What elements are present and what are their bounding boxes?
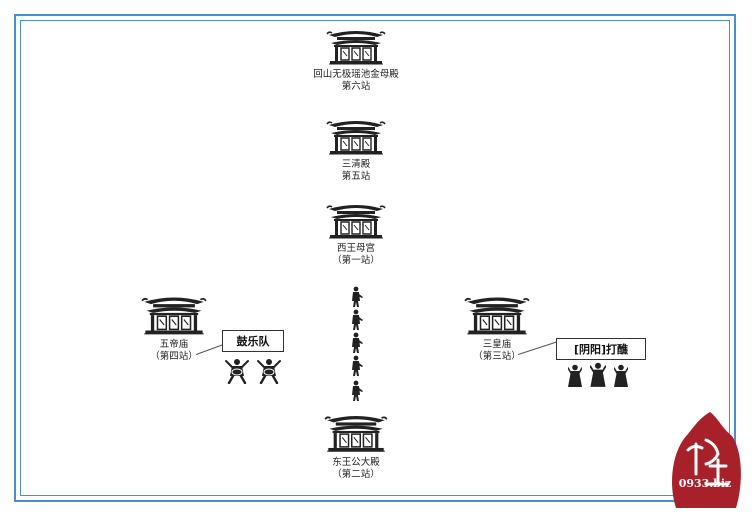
temple-icon bbox=[326, 31, 386, 65]
station-3-stop: （第三站） bbox=[473, 351, 521, 362]
station-3-name: 三皇庙 bbox=[482, 339, 512, 350]
temple-icon bbox=[326, 205, 386, 239]
drummer-icon bbox=[225, 359, 249, 384]
station-4-name: 五帝庙 bbox=[159, 339, 189, 350]
station-6: 回山无极瑶池金母殿 第六站 bbox=[296, 26, 416, 93]
priest-icon bbox=[614, 364, 628, 387]
station-2-name: 东王公大殿 bbox=[332, 457, 380, 468]
temple-icon bbox=[326, 121, 386, 155]
outer-frame bbox=[14, 14, 736, 502]
station-1-name: 西王母宫 bbox=[336, 243, 375, 254]
yinyang-label: [阴阳]打醮 bbox=[556, 338, 646, 360]
walker-icon bbox=[352, 332, 363, 353]
walker-icon bbox=[352, 309, 363, 330]
station-1: 西王母宫 （第一站） bbox=[296, 200, 416, 267]
station-6-stop: 第六站 bbox=[341, 81, 371, 92]
watermark-logo: 0933.biz bbox=[666, 404, 744, 512]
station-5: 三清殿 第五站 bbox=[296, 116, 416, 183]
inner-frame bbox=[20, 20, 730, 496]
station-4: 五帝庙 （第四站） bbox=[114, 292, 234, 363]
walker-icon bbox=[352, 286, 363, 307]
station-4-stop: （第四站） bbox=[150, 351, 198, 362]
drummer-icon bbox=[257, 359, 281, 384]
station-3: 三皇庙 （第三站） bbox=[437, 292, 557, 363]
watermark-text: 0933.biz bbox=[678, 477, 732, 490]
watermark-icon bbox=[672, 412, 741, 508]
temple-icon bbox=[464, 297, 530, 335]
priest-icon bbox=[568, 364, 582, 387]
station-2-stop: （第二站） bbox=[332, 469, 380, 480]
priest-icon bbox=[590, 362, 606, 387]
temple-icon bbox=[141, 297, 207, 335]
walker-icon bbox=[352, 355, 363, 376]
drum-band-label: 鼓乐队 bbox=[222, 330, 284, 352]
temple-icon bbox=[324, 416, 388, 452]
station-2: 东王公大殿 （第二站） bbox=[296, 410, 416, 481]
walker-icon bbox=[352, 380, 363, 401]
station-1-stop: （第一站） bbox=[332, 255, 380, 266]
station-5-stop: 第五站 bbox=[341, 171, 371, 182]
station-5-name: 三清殿 bbox=[341, 159, 371, 170]
station-6-name: 回山无极瑶池金母殿 bbox=[313, 69, 399, 80]
